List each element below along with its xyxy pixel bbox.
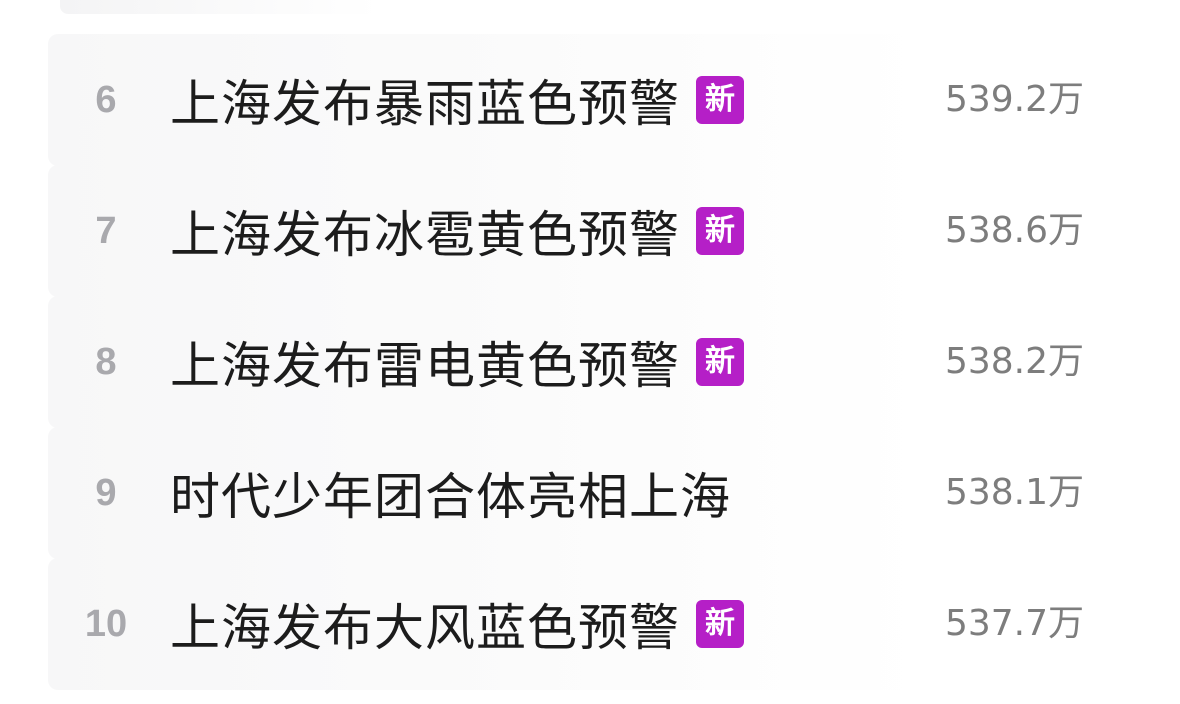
list-item[interactable]: 8 上海发布雷电黄色预警 新 538.2万 <box>0 296 1180 428</box>
list-item[interactable]: 9 时代少年团合体亮相上海 538.1万 <box>0 427 1180 559</box>
topic-title[interactable]: 时代少年团合体亮相上海 <box>170 468 731 526</box>
rank-number: 6 <box>95 79 117 121</box>
title-wrap: 时代少年团合体亮相上海 <box>170 427 731 559</box>
topic-title[interactable]: 上海发布冰雹黄色预警 <box>170 206 680 264</box>
new-badge: 新 <box>696 76 744 124</box>
title-wrap: 上海发布大风蓝色预警 新 <box>170 558 744 690</box>
new-badge: 新 <box>696 207 744 255</box>
title-wrap: 上海发布冰雹黄色预警 新 <box>170 165 744 297</box>
row-background <box>48 296 928 428</box>
row-background <box>48 427 928 559</box>
heat-count: 538.2万 <box>944 341 1084 382</box>
topic-title[interactable]: 上海发布雷电黄色预警 <box>170 337 680 395</box>
topic-title[interactable]: 上海发布暴雨蓝色预警 <box>170 75 680 133</box>
new-badge: 新 <box>696 338 744 386</box>
heat-count: 539.2万 <box>944 79 1084 120</box>
rank-number: 8 <box>95 341 117 383</box>
heat-count: 537.7万 <box>944 603 1084 644</box>
title-wrap: 上海发布暴雨蓝色预警 新 <box>170 34 744 166</box>
row-background <box>48 165 928 297</box>
row-background <box>48 34 928 166</box>
list-item[interactable]: 10 上海发布大风蓝色预警 新 537.7万 <box>0 558 1180 690</box>
rank-number: 9 <box>95 472 117 514</box>
new-badge: 新 <box>696 600 744 648</box>
heat-count: 538.1万 <box>944 472 1084 513</box>
previous-row-edge <box>60 0 380 14</box>
heat-count: 538.6万 <box>944 210 1084 251</box>
list-item[interactable]: 7 上海发布冰雹黄色预警 新 538.6万 <box>0 165 1180 297</box>
list-item[interactable]: 6 上海发布暴雨蓝色预警 新 539.2万 <box>0 34 1180 166</box>
topic-title[interactable]: 上海发布大风蓝色预警 <box>170 599 680 657</box>
row-background <box>48 558 928 690</box>
rank-number: 7 <box>95 210 117 252</box>
title-wrap: 上海发布雷电黄色预警 新 <box>170 296 744 428</box>
rank-number: 10 <box>84 603 128 645</box>
